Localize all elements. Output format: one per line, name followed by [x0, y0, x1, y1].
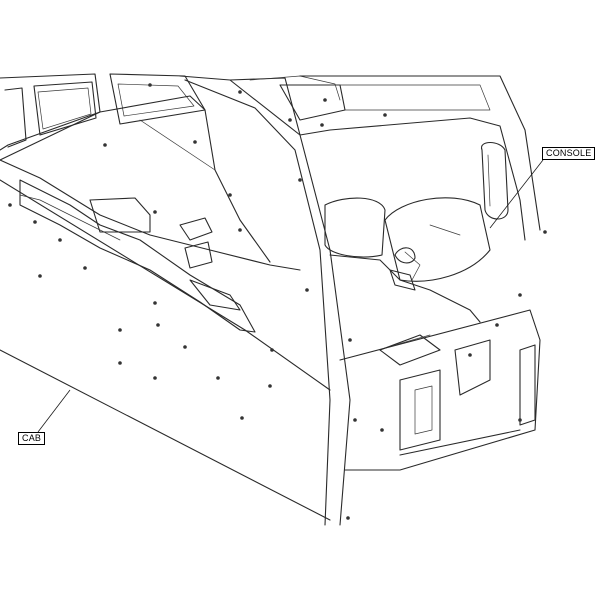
cab-leader-line [37, 389, 71, 433]
fastener-holes [8, 83, 547, 520]
cab-rear-window-frame [0, 73, 206, 161]
door-handle [481, 141, 509, 220]
cab-center-post [179, 75, 351, 526]
console-seat [324, 197, 491, 323]
console-leader-line [489, 159, 544, 229]
console-housing [339, 309, 541, 471]
pedal-bracket [89, 197, 241, 311]
console-linkage [389, 247, 421, 291]
cab-floor-panel [0, 109, 301, 271]
console-callout-label: CONSOLE [542, 147, 596, 160]
cab-front-panel [0, 179, 331, 521]
cab-callout-label: CAB [18, 432, 46, 445]
cab-roof-frame [279, 75, 541, 241]
